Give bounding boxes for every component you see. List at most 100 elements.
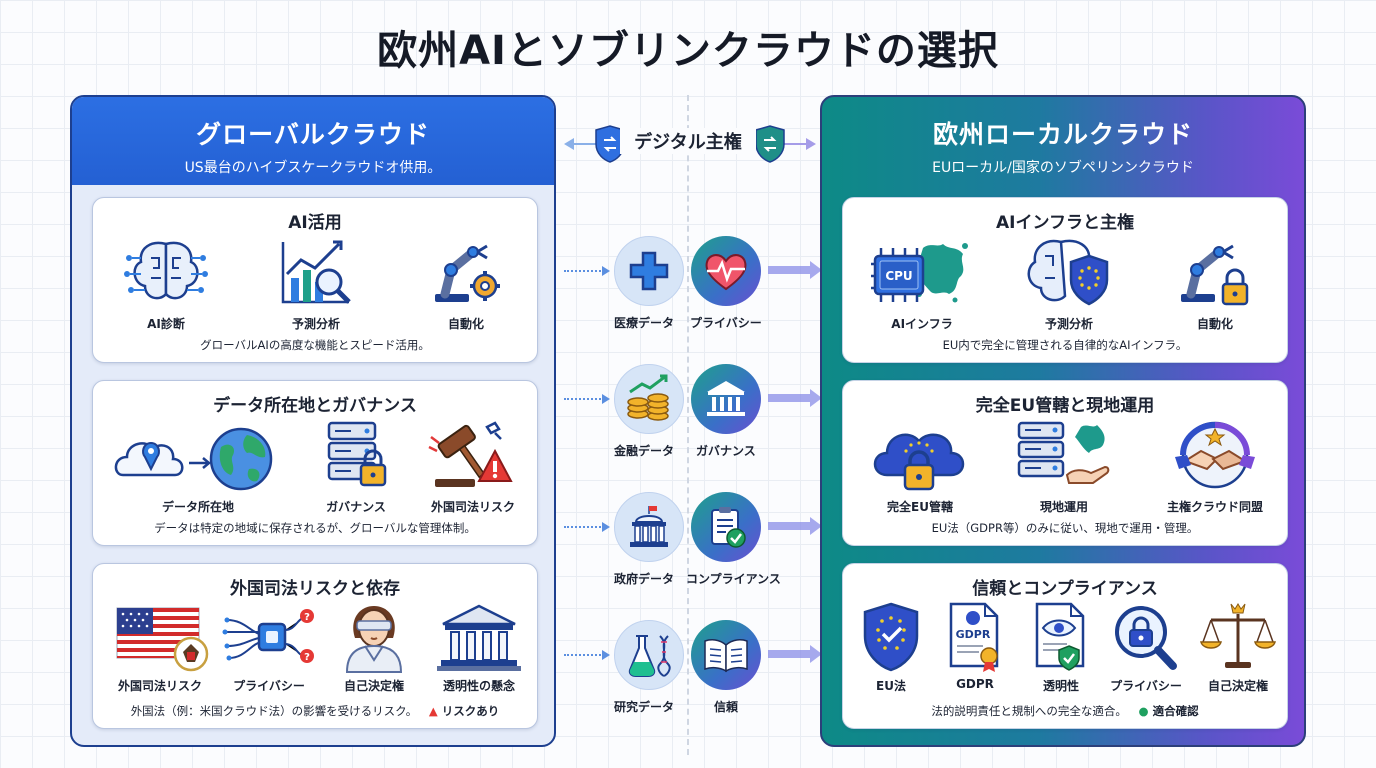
item-label: 自動化 xyxy=(447,317,484,331)
center-right-label: 信頼 xyxy=(714,700,739,714)
item-label: プライバシー xyxy=(233,679,305,693)
eye-document-icon xyxy=(1035,602,1085,671)
item-label: データ所在地 xyxy=(161,500,234,514)
robot-arm-lock-icon xyxy=(1181,244,1249,306)
government-circle xyxy=(614,492,684,562)
server-lock-icon xyxy=(327,421,387,487)
governance-circle xyxy=(691,364,761,434)
ai-diagnosis-item: AI診断 xyxy=(121,234,211,332)
dotted-arrow xyxy=(564,650,610,660)
risk-badge: ▲ リスクあり xyxy=(429,704,499,718)
card-description: グローバルAIの高度な機能とスピード活用。 xyxy=(200,338,430,352)
eu-self-determination-item: 自己決定権 xyxy=(1195,600,1281,694)
risk-badge-label: リスクあり xyxy=(441,704,500,718)
financial-circle xyxy=(614,364,684,434)
global-cloud-header: グローバルクラウド US最台のハイブスケークラウドオ供用。 xyxy=(72,97,554,185)
full-eu-jurisdiction-item: 完全EU管轄 xyxy=(865,417,975,515)
center-left-label: 政府データ xyxy=(614,572,675,586)
privacy-item: ? ? プライバシー xyxy=(219,600,319,694)
card-description: EU法（GDPR等）のみに従い、現地で運用・管理。 xyxy=(931,521,1199,535)
brain-eu-shield-icon xyxy=(1027,239,1109,306)
coins-growth-icon xyxy=(627,374,669,421)
foreign-jurisdiction-risk-item: 外国司法リスク xyxy=(105,600,215,694)
predictive-analysis-item: 予測分析 xyxy=(271,234,361,332)
check-circle-icon: ● xyxy=(1138,704,1149,718)
privacy-circle xyxy=(691,236,761,306)
risk-description: 外国法（例：米国クラウド法）の影響を受けるリスク。 xyxy=(130,704,418,718)
item-label: プライバシー xyxy=(1110,679,1182,693)
center-left-label: 医療データ xyxy=(614,316,675,330)
item-label: 予測分析 xyxy=(291,317,340,331)
card-description: 法的説明責任と規制への完全な適合。 ● 適合確認 xyxy=(843,703,1287,719)
solid-arrow xyxy=(768,645,822,663)
item-label: GDPR xyxy=(956,677,994,691)
item-label: 自己決定権 xyxy=(1207,679,1268,693)
card-title: AI活用 xyxy=(288,213,342,233)
item-label: 透明性の懸念 xyxy=(442,679,515,693)
server-hand-map-icon xyxy=(1017,421,1110,484)
eu-local-cloud-subtitle: EUローカル/国家のソブペリンンクラウド xyxy=(932,160,1194,176)
center-left-label: 金融データ xyxy=(614,444,675,458)
ai-infra-item: CPU AIインフラ xyxy=(867,234,977,332)
dotted-arrow xyxy=(564,394,610,404)
card-title: データ所在地とガバナンス xyxy=(213,396,417,416)
medical-circle xyxy=(614,236,684,306)
government-building-icon xyxy=(630,506,668,547)
item-label: 自己決定権 xyxy=(343,679,404,693)
transparency-concern-item: 透明性の懸念 xyxy=(429,600,529,694)
svg-text:?: ? xyxy=(304,652,310,663)
item-label: AI診断 xyxy=(147,317,185,331)
self-determination-item: 自己決定権 xyxy=(329,600,419,694)
card-description: 外国法（例：米国クラウド法）の影響を受けるリスク。 ▲ リスクあり xyxy=(93,703,537,719)
gdpr-item: GDPR GDPR xyxy=(935,600,1015,691)
eu-privacy-item: プライバシー xyxy=(1101,600,1191,694)
ai-usage-card: AI活用 AI診断 予測分析 xyxy=(92,197,538,363)
warning-icon: ▲ xyxy=(428,704,438,718)
lab-flask-dna-icon xyxy=(628,635,671,677)
card-title: 外国司法リスクと依存 xyxy=(230,579,400,599)
dotted-arrow xyxy=(564,266,610,276)
item-label: 透明性 xyxy=(1042,679,1079,693)
eu-automation-item: 自動化 xyxy=(1165,234,1265,332)
data-residency-item: データ所在地 xyxy=(113,417,283,515)
local-operation-item: 現地運用 xyxy=(1009,417,1119,515)
handshake-star-icon xyxy=(1175,421,1255,489)
solid-arrow xyxy=(768,517,822,535)
courthouse-icon xyxy=(437,604,521,671)
gavel-warning-icon xyxy=(428,421,513,487)
brain-circuit-icon xyxy=(124,241,208,300)
item-label: 自動化 xyxy=(1196,317,1233,331)
card-title: 信頼とコンプライアンス xyxy=(972,579,1158,599)
solid-arrow xyxy=(768,389,822,407)
blindfold-person-icon xyxy=(345,606,403,673)
medical-cross-icon xyxy=(629,251,669,291)
research-circle xyxy=(614,620,684,690)
item-label: 現地運用 xyxy=(1039,500,1088,514)
item-label: ガバナンス xyxy=(326,500,386,514)
medical-data-row: 医療データ プライバシー xyxy=(560,236,822,346)
card-title: 完全EU管轄と現地運用 xyxy=(975,396,1155,416)
page-title: 欧州AIとソブリンクラウドの選択 xyxy=(377,28,999,74)
item-label: 予測分析 xyxy=(1044,317,1093,331)
eu-local-cloud-header: 欧州ローカルクラウド EUローカル/国家のソブペリンンクラウド xyxy=(822,97,1304,185)
item-label: 主権クラウド同盟 xyxy=(1166,500,1263,514)
compliance-description: 法的説明責任と規制への完全な適合。 xyxy=(931,704,1127,718)
trust-circle xyxy=(691,620,761,690)
data-residency-card: データ所在地とガバナンス データ所在地 xyxy=(92,380,538,546)
global-cloud-subtitle: US最台のハイブスケークラウドオ供用。 xyxy=(184,160,442,176)
financial-data-row: 金融データ ガバナンス xyxy=(560,364,822,474)
item-label: AIインフラ xyxy=(891,317,953,331)
eu-shield-check-icon xyxy=(863,602,919,672)
bank-icon xyxy=(707,381,745,416)
eu-law-item: EU法 xyxy=(851,600,931,694)
digital-sovereignty-label: デジタル主権 xyxy=(620,128,756,154)
card-description: データは特定の地域に保存されるが、グローバルな管理体制。 xyxy=(154,521,476,535)
cpu-chip-text: CPU xyxy=(885,269,912,283)
foreign-jurisdiction-item: 外国司法リスク xyxy=(423,417,523,515)
robot-arm-gear-icon xyxy=(435,244,500,302)
chip-question-icon: ? ? xyxy=(222,609,314,663)
compliance-circle xyxy=(691,492,761,562)
transparency-item: 透明性 xyxy=(1021,600,1101,694)
dotted-arrow xyxy=(564,522,610,532)
magnifier-lock-icon xyxy=(1115,606,1177,670)
